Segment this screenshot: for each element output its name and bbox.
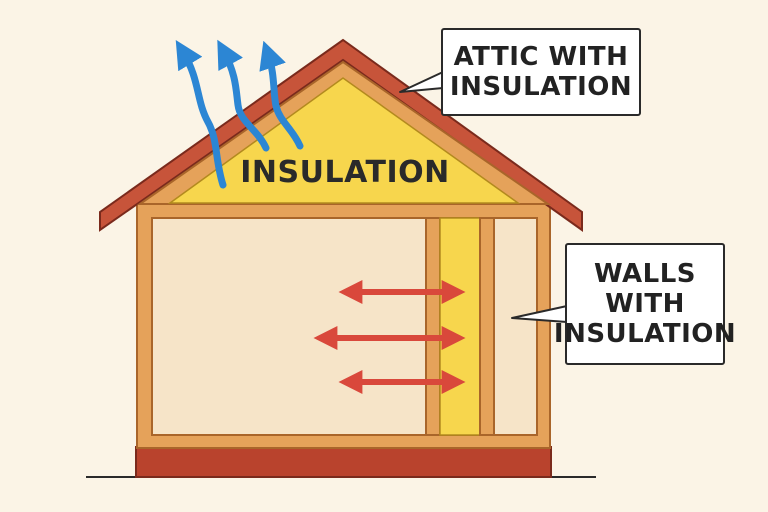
stud-right xyxy=(479,217,495,436)
attic-callout-pointer xyxy=(399,71,444,93)
roof xyxy=(99,38,583,232)
heat-rising-arrow xyxy=(175,40,227,189)
wall-insulation xyxy=(439,217,481,436)
attic-insulation xyxy=(167,77,521,204)
attic-insulation-label: INSULATION xyxy=(240,155,450,190)
walls-callout: WALLS WITH INSULATION xyxy=(554,243,736,365)
heat-rising-arrow xyxy=(217,39,270,152)
attic-callout: ATTIC WITH INSULATION xyxy=(441,28,641,116)
foundation xyxy=(135,446,552,478)
heat-rising-arrow xyxy=(259,40,304,150)
stud-left xyxy=(425,217,441,436)
